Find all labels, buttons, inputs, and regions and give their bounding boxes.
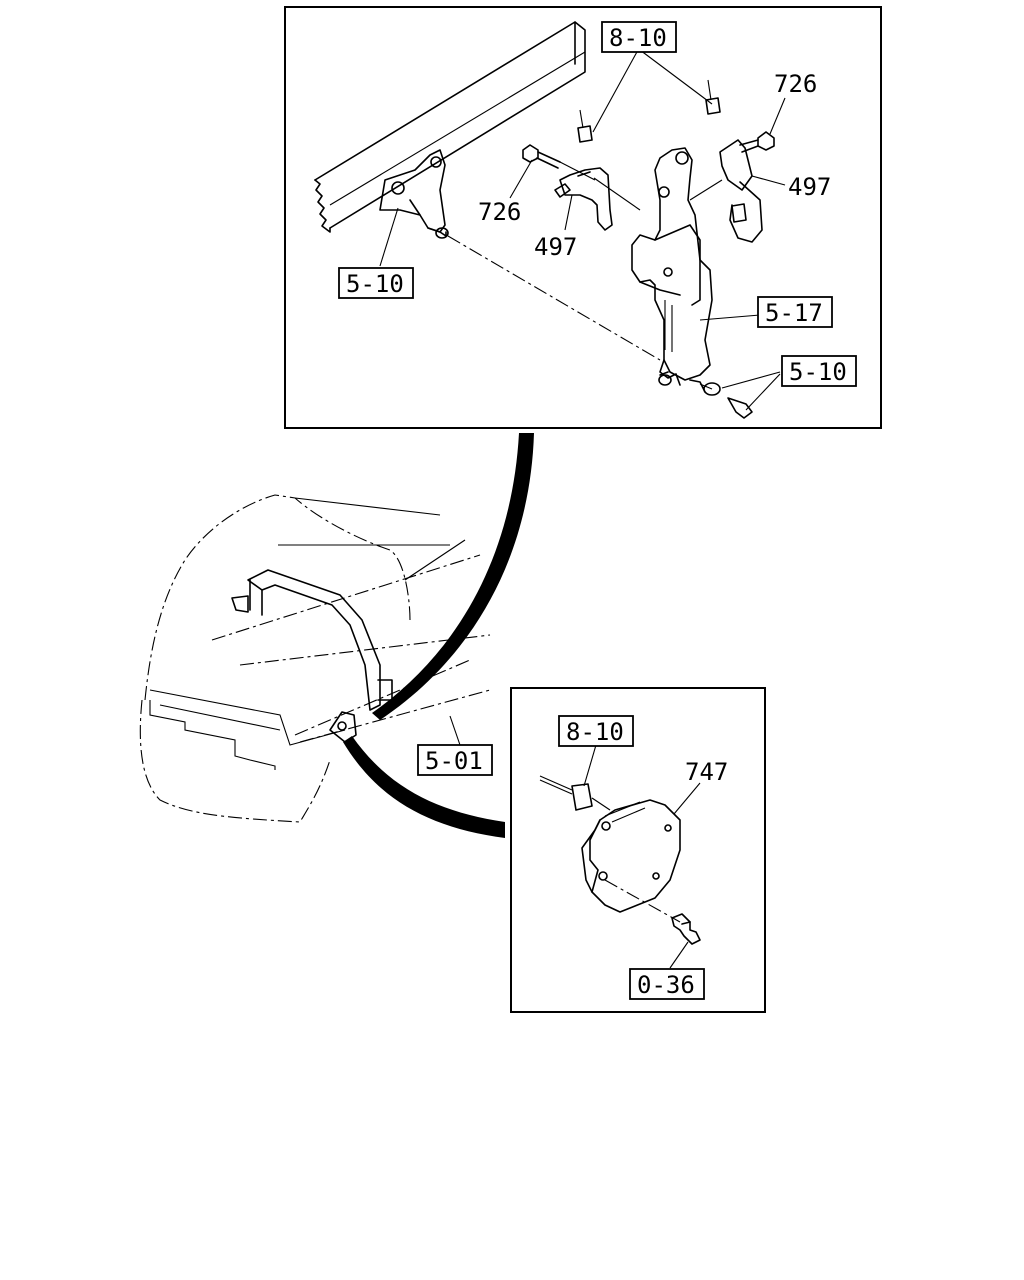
label-497-right: 497 [788,173,831,201]
mount-alignment-line [604,879,681,923]
label-5-10-bottom: 5-10 [789,358,847,386]
control-unit-747 [581,799,681,913]
vehicle-sensor-mount [329,711,357,743]
bolt-0-36 [671,913,701,945]
sensor-link-line [593,177,641,211]
label-726-left: 726 [478,198,521,226]
bottom-detail-panel: 8-10 747 0-36 [510,687,766,1013]
lower-washer-bolt [699,382,753,419]
leveling-sensor-assembly [631,147,713,393]
label-box-5-17 [757,296,833,328]
top-leader-lines [379,49,786,411]
top-detail-panel: 8-10 726 497 726 497 5-10 5-17 5-10 [284,6,882,429]
label-box-0-36 [629,968,705,1000]
label-747: 747 [685,758,728,786]
label-box-5-10-bottom [781,355,857,387]
alignment-line [447,235,661,361]
leader-0-36 [669,941,689,969]
label-box-5-10-left [338,267,414,299]
pointer-curve-bottom [343,736,505,838]
label-5-01: 5-01 [425,747,483,775]
label-5-17: 5-17 [765,299,823,327]
label-8-10-bottom: 8-10 [566,718,624,746]
label-box-8-10-bottom [558,715,634,747]
cab-frame-hoop [247,569,381,711]
label-497-left: 497 [534,233,577,261]
label-726-right: 726 [774,70,817,98]
label-0-36: 0-36 [637,971,695,999]
vehicle-overview: 5-01 [139,494,493,823]
label-box-5-01 [417,744,493,776]
frame-rail [314,21,586,233]
label-8-10-top: 8-10 [609,24,667,52]
bolt-726-right [739,131,775,153]
connector-plug [571,783,593,811]
bottom-detail-frame [510,687,766,1013]
connector-wire [539,775,573,791]
leader-747 [673,782,701,815]
leader-8-10-bottom [583,744,597,787]
bolt-726-left [522,144,596,181]
bumper-outline [139,699,331,823]
height-sensor-left [554,167,613,231]
height-sensor-right [689,139,763,243]
label-box-8-10-top [601,21,677,53]
cab-outline [144,494,411,701]
label-5-10-left: 5-10 [346,270,404,298]
pointer-curve-top [372,433,534,720]
frame-bracket [379,149,449,239]
connector-clips [577,79,721,143]
top-detail-frame [284,6,882,429]
